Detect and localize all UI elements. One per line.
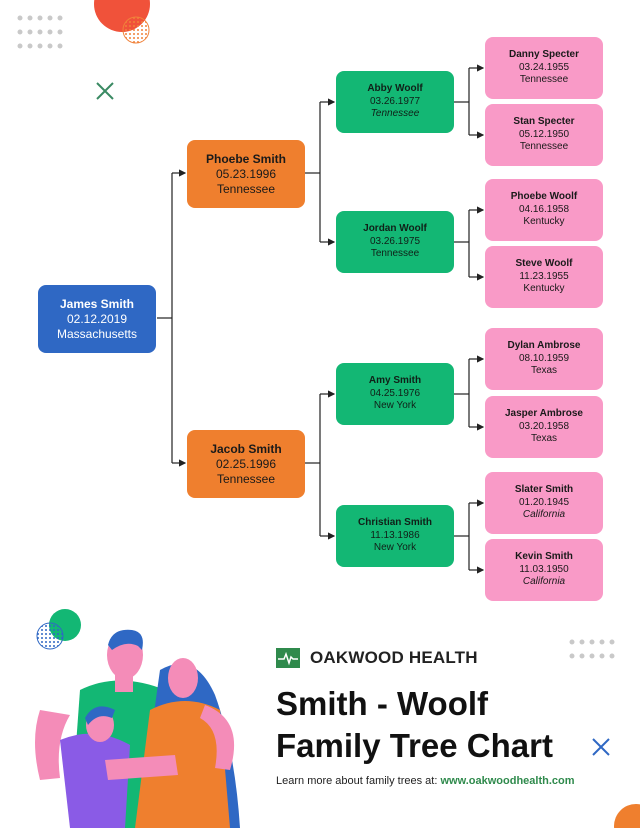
title-line-2: Family Tree Chart xyxy=(276,727,553,764)
node-name: Kevin Smith xyxy=(515,551,573,563)
node-date: 03.24.1955 xyxy=(518,61,570,73)
tree-node-great-grandparent: Kevin Smith 11.03.1950 California xyxy=(485,539,603,601)
family-illustration xyxy=(35,609,240,828)
node-date: 05.12.1950 xyxy=(518,128,570,140)
node-place: California xyxy=(522,576,566,588)
tree-node-great-grandparent: Danny Specter 03.24.1955 Tennessee xyxy=(485,37,603,99)
tree-node-grandparent: Christian Smith 11.13.1986 New York xyxy=(336,505,454,567)
node-date: 02.25.1996 xyxy=(215,456,277,471)
node-name: James Smith xyxy=(59,296,135,311)
heartbeat-icon xyxy=(276,648,300,668)
tree-node-grandparent: Abby Woolf 03.26.1977 Tennessee xyxy=(336,71,454,133)
tree-node-great-grandparent: Slater Smith 01.20.1945 California xyxy=(485,472,603,534)
footer-text: Learn more about family trees at: xyxy=(276,775,441,787)
node-name: Jasper Ambrose xyxy=(505,408,583,420)
node-date: 08.10.1959 xyxy=(518,352,570,364)
cross-icon xyxy=(592,738,610,756)
node-place: New York xyxy=(373,400,417,412)
node-place: Texas xyxy=(530,365,558,377)
tree-node-grandparent: Jordan Woolf 03.26.1975 Tennessee xyxy=(336,211,454,273)
dot-grid-decoration xyxy=(569,639,615,659)
node-date: 03.20.1958 xyxy=(518,420,570,432)
node-name: Jacob Smith xyxy=(210,441,282,456)
node-place: Tennessee xyxy=(519,141,569,153)
node-place: Massachusetts xyxy=(56,326,138,341)
circle-decoration xyxy=(94,0,150,44)
node-place: California xyxy=(522,509,566,521)
node-date: 05.23.1996 xyxy=(215,166,277,181)
node-name: Abby Woolf xyxy=(367,83,423,95)
tree-node-grandparent: Amy Smith 04.25.1976 New York xyxy=(336,363,454,425)
node-date: 11.13.1986 xyxy=(370,529,420,541)
footer-note: Learn more about family trees at: www.oa… xyxy=(276,775,575,787)
tree-node-great-grandparent: Steve Woolf 11.23.1955 Kentucky xyxy=(485,246,603,308)
tree-node-great-grandparent: Jasper Ambrose 03.20.1958 Texas xyxy=(485,396,603,458)
node-date: 04.25.1976 xyxy=(369,387,421,399)
tree-node-parent: Jacob Smith 02.25.1996 Tennessee xyxy=(187,430,305,498)
brand-name: OAKWOOD HEALTH xyxy=(310,648,478,667)
node-name: Steve Woolf xyxy=(515,258,573,270)
node-date: 03.26.1975 xyxy=(369,235,421,247)
node-place: Tennessee xyxy=(216,471,276,486)
title-line-1: Smith - Woolf xyxy=(276,685,489,722)
tree-node-great-grandparent: Stan Specter 05.12.1950 Tennessee xyxy=(485,104,603,166)
node-name: Slater Smith xyxy=(514,484,574,496)
node-place: Tennessee xyxy=(216,181,276,196)
node-date: 03.26.1977 xyxy=(369,95,421,107)
page-title: Smith - Woolf Family Tree Chart xyxy=(276,683,553,767)
cross-icon xyxy=(96,82,114,100)
dot-grid-decoration xyxy=(17,15,63,49)
node-place: Texas xyxy=(530,433,558,445)
node-place: New York xyxy=(373,542,417,554)
node-name: Phoebe Smith xyxy=(205,151,286,166)
node-date: 02.12.2019 xyxy=(66,311,128,326)
brand: OAKWOOD HEALTH xyxy=(276,648,478,668)
node-place: Tennessee xyxy=(370,248,420,260)
node-date: 01.20.1945 xyxy=(518,496,570,508)
node-name: Jordan Woolf xyxy=(363,223,427,235)
node-place: Kentucky xyxy=(523,283,565,295)
node-name: Christian Smith xyxy=(358,517,432,529)
node-name: Danny Specter xyxy=(508,49,580,61)
tree-node-parent: Phoebe Smith 05.23.1996 Tennessee xyxy=(187,140,305,208)
footer-link[interactable]: www.oakwoodhealth.com xyxy=(440,775,575,787)
node-date: 11.03.1950 xyxy=(519,563,569,575)
node-name: Phoebe Woolf xyxy=(510,191,578,203)
tree-node-great-grandparent: Dylan Ambrose 08.10.1959 Texas xyxy=(485,328,603,390)
node-name: Amy Smith xyxy=(368,375,422,387)
node-name: Dylan Ambrose xyxy=(507,340,581,352)
node-place: Tennessee xyxy=(519,74,569,86)
tree-node-great-grandparent: Phoebe Woolf 04.16.1958 Kentucky xyxy=(485,179,603,241)
node-place: Tennessee xyxy=(370,108,420,120)
node-date: 04.16.1958 xyxy=(518,203,570,215)
node-name: Stan Specter xyxy=(513,116,575,128)
node-date: 11.23.1955 xyxy=(519,270,569,282)
tree-node-root: James Smith 02.12.2019 Massachusetts xyxy=(38,285,156,353)
node-place: Kentucky xyxy=(523,216,565,228)
circle-decoration xyxy=(614,804,640,828)
